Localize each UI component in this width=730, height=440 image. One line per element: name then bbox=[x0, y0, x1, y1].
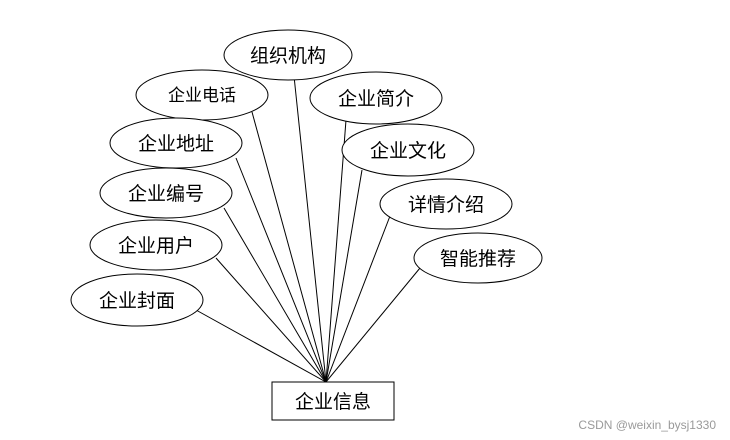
attribute-phone[interactable]: 企业电话 bbox=[135, 69, 269, 121]
attribute-ellipse-cover[interactable] bbox=[70, 273, 204, 327]
attribute-nodes: 组织机构企业电话 企业简介企业地址 企业文化企业编号详情介绍企业用户智能推荐企业封面 bbox=[70, 29, 543, 327]
attribute-label-details: 详情介绍 bbox=[408, 194, 484, 216]
attribute-label-recommend: 智能推荐 bbox=[440, 248, 516, 270]
attribute-culture[interactable]: 企业文化 bbox=[341, 123, 475, 177]
edge-address bbox=[235, 157, 327, 383]
attribute-label-user: 企业用户 bbox=[118, 235, 194, 257]
attribute-ellipse-org[interactable] bbox=[223, 29, 353, 81]
entity-node[interactable]: 企业信息 bbox=[271, 381, 395, 421]
attribute-ellipse-user[interactable] bbox=[89, 219, 223, 271]
relationship-lines bbox=[195, 75, 421, 383]
edge-phone bbox=[251, 111, 327, 383]
attribute-label-address: 企业地址 bbox=[138, 133, 214, 155]
attribute-address[interactable]: 企业地址 bbox=[109, 117, 243, 169]
edge-culture bbox=[325, 169, 363, 383]
attribute-ellipse-culture[interactable] bbox=[341, 123, 475, 177]
edge-cover bbox=[195, 309, 327, 383]
attribute-intro[interactable]: 企业简介 bbox=[309, 71, 443, 125]
edge-recommend bbox=[325, 267, 421, 383]
attribute-user[interactable]: 企业用户 bbox=[89, 219, 223, 271]
attribute-org[interactable]: 组织机构 bbox=[223, 29, 353, 81]
edge-number bbox=[223, 207, 327, 383]
edge-details bbox=[325, 215, 391, 383]
entity-label: 企业信息 bbox=[295, 391, 371, 413]
attribute-details[interactable]: 详情介绍 bbox=[379, 178, 513, 230]
edge-user bbox=[215, 257, 327, 383]
attribute-label-org: 组织机构 bbox=[250, 45, 326, 67]
attribute-ellipse-details[interactable] bbox=[379, 178, 513, 230]
attribute-number[interactable]: 企业编号 bbox=[99, 167, 233, 219]
attribute-label-culture: 企业文化 bbox=[370, 140, 446, 162]
attribute-label-cover: 企业封面 bbox=[99, 290, 175, 312]
attribute-label-number: 企业编号 bbox=[128, 183, 204, 205]
entity-box[interactable] bbox=[271, 381, 395, 421]
attribute-cover[interactable]: 企业封面 bbox=[70, 273, 204, 327]
attribute-recommend[interactable]: 智能推荐 bbox=[413, 232, 543, 284]
attribute-ellipse-recommend[interactable] bbox=[413, 232, 543, 284]
watermark: CSDN @weixin_bysj1330 bbox=[578, 418, 716, 432]
attribute-label-phone: 企业电话 bbox=[168, 86, 236, 106]
attribute-ellipse-number[interactable] bbox=[99, 167, 233, 219]
edge-intro bbox=[325, 119, 347, 383]
edge-org bbox=[293, 75, 327, 383]
attribute-label-intro: 企业简介 bbox=[338, 88, 414, 110]
attribute-ellipse-intro[interactable] bbox=[309, 71, 443, 125]
